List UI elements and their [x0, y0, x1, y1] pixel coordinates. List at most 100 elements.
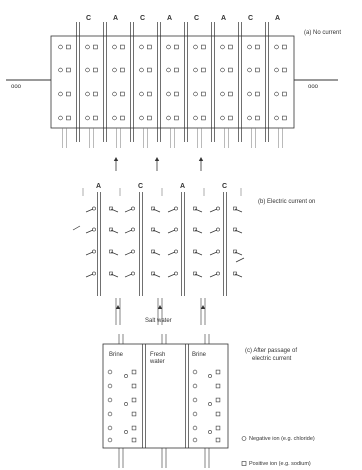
- panel-b-cation: [151, 249, 155, 254]
- panel-b-current-on: [72, 188, 245, 325]
- panel-c-cation: [131, 437, 137, 443]
- panel-a-cation: [201, 115, 206, 121]
- panel-a-anion: [139, 91, 144, 97]
- panel-a-anion: [247, 115, 252, 121]
- legend-positive-ion-symbol: [241, 461, 247, 466]
- panel-b-membrane-label: A: [180, 183, 186, 190]
- right-electrode-label: ooo: [308, 84, 319, 90]
- panel-c-anion: [208, 402, 212, 406]
- panel-a-cation: [174, 115, 179, 121]
- panel-a-membrane-label: C: [140, 15, 146, 22]
- panel-c-anion: [208, 374, 212, 378]
- panel-b-cation: [193, 206, 197, 211]
- panel-c-cation: [131, 383, 137, 389]
- panel-b-cation: [151, 271, 155, 276]
- panel-b-anion: [92, 206, 96, 211]
- panel-a-cation: [255, 91, 260, 97]
- panel-b-migration-stroke: [85, 251, 94, 256]
- panel-b-migration-stroke: [209, 229, 218, 234]
- arrow-head: [198, 157, 204, 161]
- panel-a-anion: [220, 115, 225, 121]
- panel-a-cation: [66, 44, 71, 50]
- panel-a-cation: [66, 91, 71, 97]
- panel-b-anion: [174, 249, 178, 254]
- panel-b-migration-stroke: [234, 229, 243, 234]
- panel-b-migration-stroke: [209, 251, 218, 256]
- panel-a-anion: [85, 44, 90, 50]
- panel-a-cation: [228, 67, 233, 73]
- panel-b-cation: [151, 227, 155, 232]
- panel-a-anion: [274, 91, 279, 97]
- panel-b-cation: [109, 206, 113, 211]
- panel-b-anion: [216, 206, 220, 211]
- panel-b-anion: [131, 206, 135, 211]
- panel-b-inlet-arrow: [115, 305, 121, 309]
- panel-a-cation: [282, 115, 287, 121]
- panel-a-anion: [166, 115, 171, 121]
- panel-b-anion: [131, 271, 135, 276]
- panel-a-cation: [93, 115, 98, 121]
- compartment-brine-left-label: Brine: [109, 352, 124, 358]
- panel-a-anion: [247, 91, 252, 97]
- panel-a-cation: [255, 115, 260, 121]
- panel-b-migration-stroke: [124, 251, 133, 256]
- flow-arrows-a-to-b: [113, 157, 204, 171]
- panel-a-cation: [120, 44, 125, 50]
- panel-a-cation: [120, 115, 125, 121]
- panel-c-anion: [107, 369, 113, 375]
- panel-b-cation: [151, 206, 155, 211]
- panel-b-migration-stroke: [110, 273, 119, 278]
- panel-a-anion: [220, 44, 225, 50]
- panel-b-anion: [216, 249, 220, 254]
- compartment-brine-right-label: Brine: [192, 352, 207, 358]
- panel-a-cation: [147, 67, 152, 73]
- panel-b-migration-stroke: [152, 208, 161, 213]
- panel-b-migration-stroke: [194, 273, 203, 278]
- panel-a-anion: [193, 44, 198, 50]
- panel-b-cation: [233, 249, 237, 254]
- panel-b-migration-stroke: [124, 273, 133, 278]
- panel-c-cation: [215, 411, 221, 417]
- panel-b-anion: [216, 271, 220, 276]
- panel-b-side-stroke: [235, 257, 245, 263]
- panel-c-anion: [192, 437, 198, 443]
- panel-a-cation: [120, 91, 125, 97]
- panel-b-migration-stroke: [167, 251, 176, 256]
- panel-a-anion: [220, 67, 225, 73]
- panel-a-anion: [85, 67, 90, 73]
- panel-a-membrane-label: C: [194, 15, 200, 22]
- panel-a-cation: [201, 91, 206, 97]
- panel-a-anion: [112, 91, 117, 97]
- panel-a-membrane-label: C: [248, 15, 254, 22]
- panel-b-cation: [233, 206, 237, 211]
- legend-negative-ion: Negative ion (e.g. chloride): [249, 436, 315, 442]
- panel-b-migration-stroke: [167, 229, 176, 234]
- panel-a-anion: [58, 91, 63, 97]
- panel-b-cation: [233, 271, 237, 276]
- panel-b-migration-stroke: [152, 273, 161, 278]
- panel-b-migration-stroke: [194, 229, 203, 234]
- legend-positive-ion: Positive ion (e.g. sodium): [249, 461, 311, 467]
- panel-b-anion: [174, 271, 178, 276]
- panel-a-cation: [174, 91, 179, 97]
- panel-b-cation: [109, 227, 113, 232]
- panel-a-anion: [112, 115, 117, 121]
- panel-b-membrane-label: C: [138, 183, 144, 190]
- panel-a-anion: [85, 91, 90, 97]
- panel-c-anion: [107, 397, 113, 403]
- panel-a-cation: [255, 67, 260, 73]
- panel-c-cation: [215, 369, 221, 375]
- panel-c-anion: [208, 430, 212, 434]
- panel-c-anion: [124, 402, 128, 406]
- panel-a-anion: [58, 44, 63, 50]
- salt-water-label: Salt water: [145, 318, 172, 324]
- panel-b-membrane-label: A: [96, 183, 102, 190]
- panel-a-cation: [201, 67, 206, 73]
- left-electrode-label: ooo: [11, 84, 22, 90]
- panel-b-membrane-label: C: [222, 183, 228, 190]
- panel-b-cation: [109, 249, 113, 254]
- panel-a-cation: [228, 44, 233, 50]
- panel-a-anion: [166, 67, 171, 73]
- panel-c-anion: [107, 411, 113, 417]
- panel-a-anion: [247, 67, 252, 73]
